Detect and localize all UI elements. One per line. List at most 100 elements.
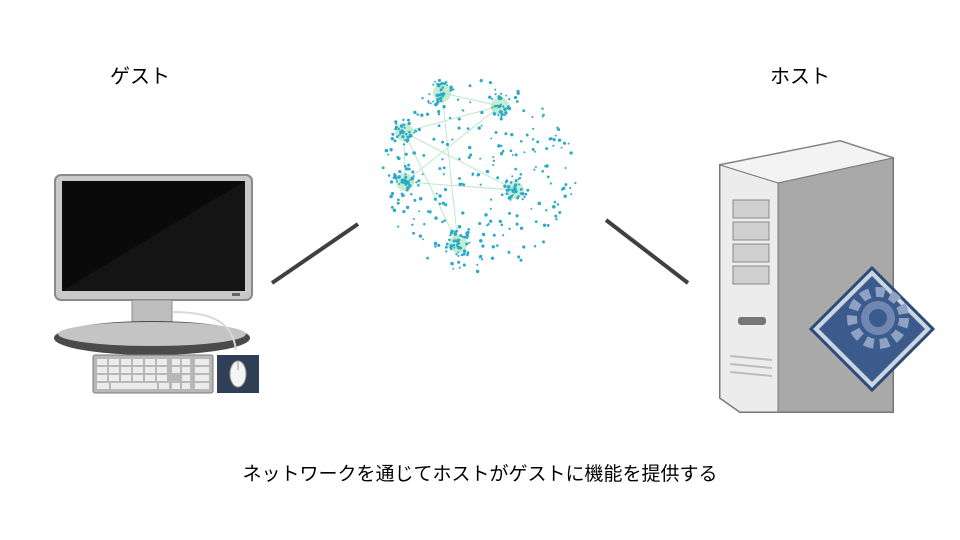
network-node <box>466 230 470 235</box>
network-node <box>418 210 421 213</box>
network-node <box>477 126 481 130</box>
network-node <box>402 210 406 214</box>
network-node <box>462 249 467 253</box>
network-node <box>481 232 486 237</box>
network-node <box>507 106 512 111</box>
network-node <box>457 117 461 121</box>
network-node <box>456 98 460 101</box>
network-node <box>469 101 472 104</box>
network-node <box>509 195 513 198</box>
network-node <box>488 95 492 99</box>
network-node <box>425 112 430 116</box>
network-node <box>438 202 442 206</box>
network-node <box>443 219 446 222</box>
network-node <box>389 194 393 199</box>
network-node <box>438 97 442 100</box>
network-node <box>446 84 448 87</box>
network-node <box>523 151 526 154</box>
network-node <box>531 138 535 141</box>
network-node <box>397 134 400 137</box>
network-node <box>496 244 499 247</box>
network-node <box>519 188 523 191</box>
network-node <box>405 167 409 171</box>
network-node <box>441 86 445 89</box>
network-node <box>491 245 495 249</box>
network-node <box>479 157 482 160</box>
network-node <box>416 113 419 116</box>
network-node <box>494 88 497 91</box>
network-node <box>504 181 508 184</box>
guest-network-connector <box>270 222 360 285</box>
network-node <box>448 238 451 242</box>
network-node <box>522 109 526 113</box>
network-node <box>534 150 536 153</box>
network-node <box>490 137 493 140</box>
network-node <box>439 99 443 103</box>
network-node <box>554 134 557 137</box>
network-node <box>412 151 416 155</box>
network-node <box>466 251 470 255</box>
network-node <box>458 266 461 269</box>
network-edge <box>403 105 501 133</box>
network-node <box>441 220 444 224</box>
guest-label: ゲスト <box>110 64 170 88</box>
network-node <box>452 243 456 247</box>
network-node <box>509 198 512 201</box>
network-node <box>404 138 407 142</box>
network-node <box>434 245 437 248</box>
network-node <box>502 234 505 237</box>
network-node <box>491 98 494 100</box>
network-node <box>438 167 442 171</box>
network-node <box>518 183 520 186</box>
network-node <box>500 112 504 117</box>
network-node <box>467 155 471 159</box>
network-node <box>478 256 481 259</box>
network-node <box>414 129 418 133</box>
network-node <box>469 153 473 157</box>
network-hub <box>433 84 451 102</box>
network-node <box>448 116 452 120</box>
network-node <box>412 218 415 220</box>
network-node <box>476 263 479 266</box>
network-node <box>441 140 445 144</box>
network-node <box>457 224 462 229</box>
network-node <box>417 127 421 132</box>
network-node <box>449 245 452 248</box>
network-node <box>505 192 509 196</box>
network-node <box>487 222 490 226</box>
network-node <box>418 196 423 201</box>
network-node <box>526 188 530 192</box>
network-node <box>437 124 441 128</box>
network-node <box>396 201 400 205</box>
network-node <box>394 120 398 124</box>
network-node <box>533 245 537 248</box>
network-node <box>570 193 573 196</box>
network-node <box>541 240 546 244</box>
desktop-computer-icon <box>54 174 259 394</box>
network-node <box>549 182 552 185</box>
network-node <box>455 244 459 248</box>
network-node <box>478 221 482 226</box>
network-node <box>497 144 501 148</box>
network-node <box>460 253 464 257</box>
network-node <box>485 169 490 174</box>
network-node <box>404 175 408 179</box>
network-node <box>465 242 469 246</box>
network-node <box>405 205 410 210</box>
network-node <box>435 192 438 195</box>
network-node <box>413 198 417 202</box>
network-node <box>407 121 411 126</box>
network-node <box>393 139 397 143</box>
network-node <box>392 208 397 213</box>
network-node <box>541 115 544 118</box>
network-node <box>515 100 519 103</box>
network-node <box>515 214 519 218</box>
network-node <box>481 244 485 248</box>
network-node <box>436 83 438 86</box>
network-node <box>445 250 448 253</box>
network-node <box>418 234 423 238</box>
network-node <box>393 173 397 178</box>
network-node <box>387 174 391 177</box>
network-node <box>457 242 461 245</box>
network-node <box>458 157 461 161</box>
